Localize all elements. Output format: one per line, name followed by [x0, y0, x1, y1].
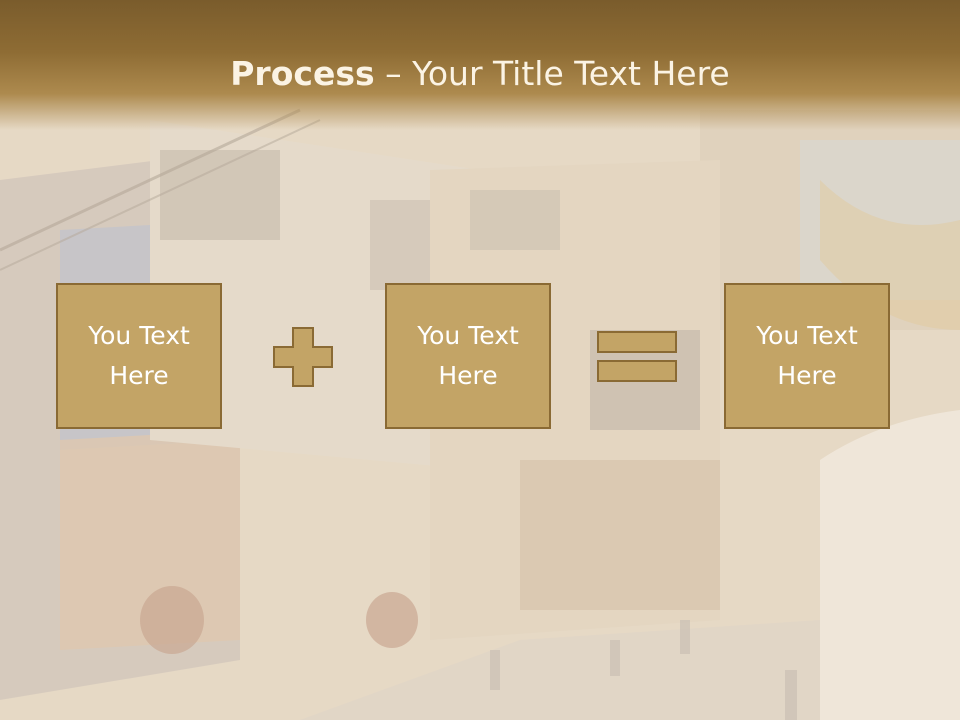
slide-title[interactable]: Process – Your Title Text Here	[0, 52, 960, 96]
plus-icon	[273, 327, 333, 387]
process-box-2[interactable]: You Text Here	[385, 283, 551, 429]
title-bold: Process	[230, 54, 375, 93]
equals-icon	[597, 331, 677, 382]
process-box-label: You Text Here	[756, 321, 858, 390]
title-rest: – Your Title Text Here	[374, 54, 730, 93]
title-bar	[0, 0, 960, 130]
process-box-label: You Text Here	[417, 321, 519, 390]
process-box-1[interactable]: You Text Here	[56, 283, 222, 429]
process-box-3[interactable]: You Text Here	[724, 283, 890, 429]
process-box-label: You Text Here	[88, 321, 190, 390]
